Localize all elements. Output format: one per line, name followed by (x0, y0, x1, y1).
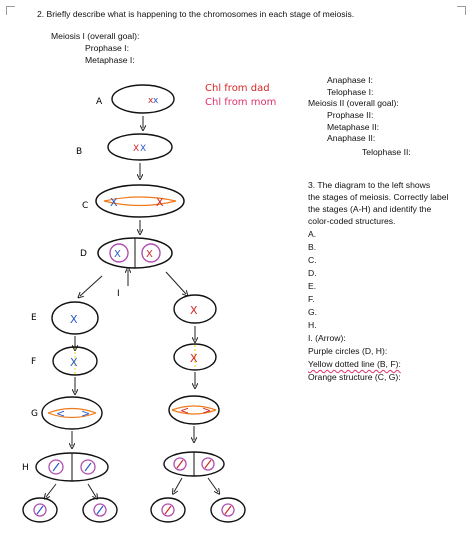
metaphase-2: Metaphase II: (327, 122, 380, 132)
cell-b: X X (107, 133, 173, 161)
metaphase-1: Metaphase I: (85, 55, 135, 65)
question-3-line1: 3. The diagram to the left shows (308, 180, 431, 190)
cell-f-left: X (52, 346, 98, 376)
cell-d: X X (97, 237, 173, 269)
svg-text:X: X (146, 249, 153, 260)
svg-text:x: x (148, 96, 154, 106)
cell-h-right (163, 451, 225, 477)
svg-text:X: X (70, 313, 78, 326)
stage-label-f: F (31, 357, 36, 367)
item-e: E. (308, 281, 317, 291)
svg-text:x: x (153, 96, 159, 106)
cell-g-right: < > (168, 395, 220, 425)
page-corner-left-h (6, 6, 15, 7)
stage-label-e: E (31, 313, 37, 323)
stage-label-h: H (22, 463, 29, 473)
svg-text:<: < (180, 404, 189, 417)
meiosis-1-goal: Meiosis I (overall goal): (51, 31, 140, 41)
cell-e-left: X (51, 301, 99, 335)
svg-text:>: > (81, 407, 90, 420)
question-3-line4: color-coded structures. (308, 216, 396, 226)
page-corner-right (465, 6, 466, 15)
item-f: F. (308, 294, 315, 304)
legend-dad: Chl from dad (205, 83, 270, 94)
item-d: D. (308, 268, 317, 278)
stage-label-a: A (96, 97, 103, 107)
stage-label-g: G (31, 409, 38, 419)
svg-text:X: X (140, 144, 146, 154)
telophase-1: Telophase I: (327, 87, 374, 97)
cell-g-left: < > (41, 396, 103, 430)
cell-a: x x (111, 84, 175, 114)
svg-text:X: X (156, 196, 164, 209)
cell-e-right: X (173, 294, 217, 324)
svg-text:X: X (110, 196, 118, 209)
daughter-cells (22, 497, 246, 523)
anaphase-2: Anaphase II: (327, 133, 376, 143)
stage-label-b: B (76, 147, 82, 157)
svg-text:X: X (70, 356, 78, 369)
item-i-arrow: I. (Arrow): (308, 333, 346, 343)
item-g: G. (308, 307, 318, 317)
purple-circles: Purple circles (D, H): (308, 346, 388, 356)
svg-text:>: > (202, 404, 211, 417)
telophase-2: Telophase II: (362, 147, 411, 157)
svg-text:X: X (114, 249, 121, 260)
cell-f-right: X (173, 343, 217, 371)
prophase-1: Prophase I: (85, 43, 129, 53)
svg-text:X: X (190, 352, 198, 365)
legend-mom: Chl from mom (205, 97, 277, 108)
prophase-2: Prophase II: (327, 110, 374, 120)
page-corner-left (6, 6, 7, 15)
stage-label-d: D (80, 249, 87, 259)
svg-text:X: X (190, 304, 198, 317)
item-a: A. (308, 229, 317, 239)
question-2-prompt: 2. Briefly describe what is happening to… (37, 9, 355, 19)
yellow-dotted-line: Yellow dotted line (B, F): (308, 359, 401, 369)
item-c: C. (308, 255, 317, 265)
item-h: H. (308, 320, 317, 330)
stage-label-i: I (117, 289, 120, 299)
question-3-line2: the stages of meiosis. Correctly label (308, 192, 449, 202)
anaphase-1: Anaphase I: (327, 75, 373, 85)
meiosis-2-goal: Meiosis II (overall goal): (308, 98, 399, 108)
cell-c: X X (95, 184, 185, 218)
page-corner-right-h (457, 6, 466, 7)
svg-text:<: < (56, 407, 65, 420)
svg-text:X: X (133, 144, 139, 154)
item-b: B. (308, 242, 317, 252)
question-3-line3: the stages (A-H) and identify the (308, 204, 432, 214)
cell-h-left (35, 452, 109, 482)
stage-label-c: C (82, 201, 88, 211)
orange-structure: Orange structure (C, G): (308, 372, 401, 382)
